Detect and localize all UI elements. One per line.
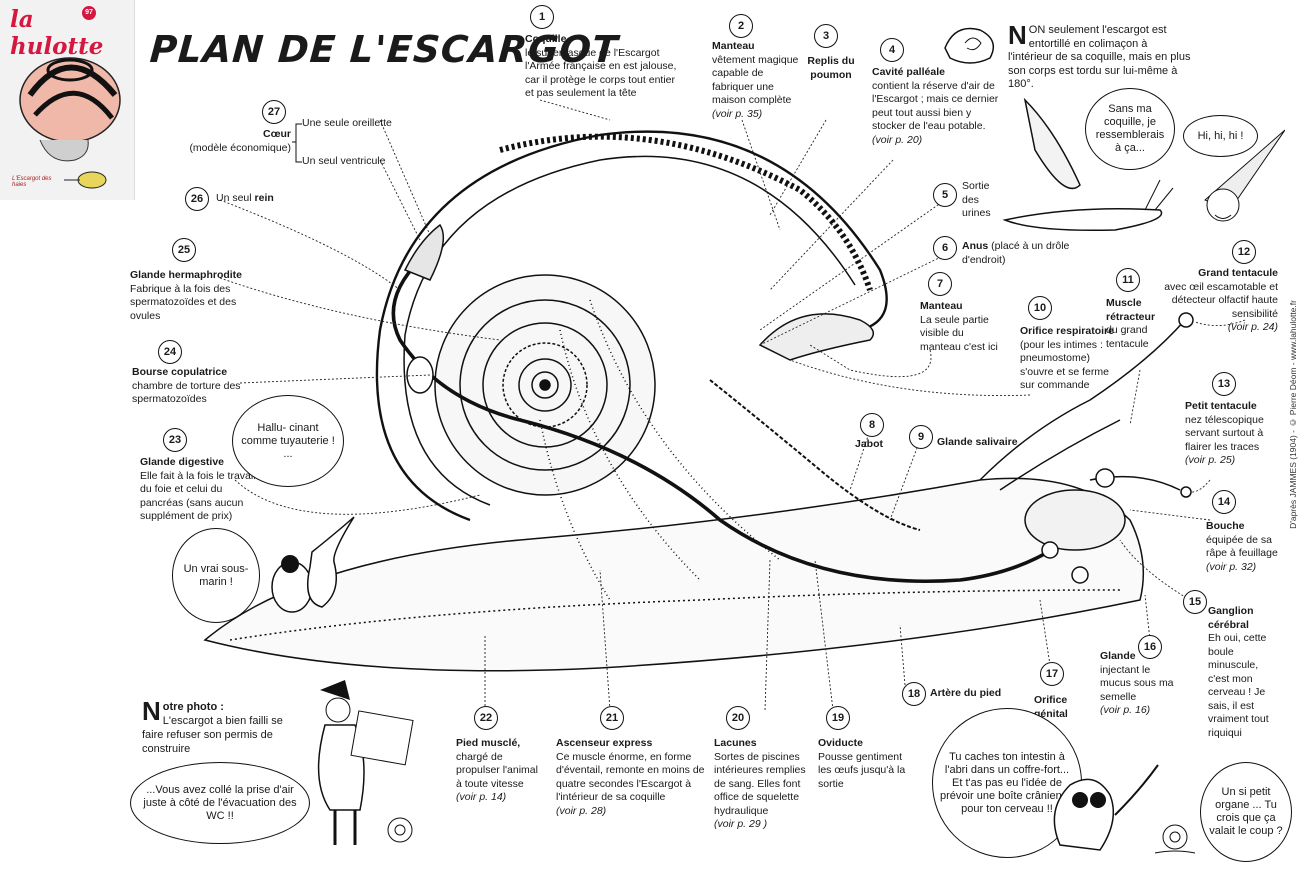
label-number-16: 16 xyxy=(1138,635,1162,659)
label-number-20: 20 xyxy=(726,706,750,730)
label-number-22: 22 xyxy=(474,706,498,730)
label-orifice-respiratoire: Orifice respiratoire (pour les intimes :… xyxy=(1020,325,1114,391)
label-number-6: 6 xyxy=(933,236,957,260)
label-manteau-visible: Manteau La seule partie visible du mante… xyxy=(920,300,998,353)
label-number-3: 3 xyxy=(814,24,838,48)
magazine-cover: la hulotte 97 L'Escargot des haies xyxy=(0,0,135,200)
label-coeur: Cœur (modèle économique) xyxy=(189,128,291,154)
heart-part-oreillette: Une seule oreillette xyxy=(302,117,392,129)
label-number-2: 2 xyxy=(729,14,753,38)
label-manteau: Manteau vêtement magique capable de fabr… xyxy=(712,40,799,120)
label-glande-digestive: Glande digestive Elle fait à la fois le … xyxy=(140,456,256,522)
label-ganglion-cerebral: Ganglion cérébral Eh oui, cette boule mi… xyxy=(1208,605,1269,739)
speech-bubble-hihi: Hi, hi, hi ! xyxy=(1183,115,1258,157)
label-number-7: 7 xyxy=(928,272,952,296)
label-number-10: 10 xyxy=(1028,296,1052,320)
label-number-4: 4 xyxy=(880,38,904,62)
label-number-1: 1 xyxy=(530,5,554,29)
cartoon-animals-left xyxy=(271,516,355,613)
cover-snail-illustration xyxy=(19,57,121,189)
label-number-12: 12 xyxy=(1232,240,1256,264)
issue-badge: 97 xyxy=(82,6,96,20)
brand-logo: la hulotte xyxy=(10,6,104,60)
label-replis-poumon: Replis du poumon xyxy=(807,55,855,81)
cartoon-man-reading xyxy=(317,680,414,845)
label-number-19: 19 xyxy=(826,706,850,730)
label-lacunes: Lacunes Sortes de piscines intérieures r… xyxy=(714,737,806,830)
speech-bubble-sous-marin: Un vrai sous- marin ! xyxy=(172,528,260,623)
label-number-21: 21 xyxy=(600,706,624,730)
label-anus: Anus (placé à un drôle d'endroit) xyxy=(962,240,1070,266)
label-oviducte: Oviducte Pousse gentiment les œufs jusqu… xyxy=(818,737,906,790)
label-ascenseur-express: Ascenseur express Ce muscle énorme, en f… xyxy=(556,737,705,817)
label-glande-hermaphrodite: Glande hermaphrodite Fabrique à la fois … xyxy=(130,269,243,322)
label-rein: Un seul rein xyxy=(216,192,274,204)
label-artere-pied: Artère du pied xyxy=(930,687,1002,699)
label-sortie-urines: Sortie des urines xyxy=(962,180,991,219)
speech-bubble-wc: ...Vous avez collé la prise d'air juste … xyxy=(130,762,310,844)
label-glande-mucus: Glande injectant le mucus sous ma semell… xyxy=(1100,650,1174,716)
label-number-5: 5 xyxy=(933,183,957,207)
label-number-25: 25 xyxy=(172,238,196,262)
snail-sketch-icon xyxy=(944,27,995,64)
label-pied-muscle: Pied musclé, chargé de propulser l'anima… xyxy=(456,737,538,803)
label-number-15: 15 xyxy=(1183,590,1207,614)
label-number-23: 23 xyxy=(163,428,187,452)
label-muscle-retracteur: Muscle rétracteur du grand tentacule xyxy=(1106,297,1156,350)
label-number-24: 24 xyxy=(158,340,182,364)
cover-caption: L'Escargot des haies xyxy=(12,176,52,188)
heart-bracket xyxy=(292,123,302,163)
label-cavite-palleale: Cavité palléale contient la réserve d'ai… xyxy=(872,66,999,146)
label-number-13: 13 xyxy=(1212,372,1236,396)
label-grand-tentacule: Grand tentacule avec œil escamotable et … xyxy=(1164,267,1278,333)
label-bourse-copulatrice: Bourse copulatrice chambre de torture de… xyxy=(132,366,241,405)
cartoon-characters-top xyxy=(1002,97,1285,232)
speech-bubble-intestin: Tu caches ton intestin à l'abri dans un … xyxy=(932,708,1082,858)
cartoon-small-snail xyxy=(1154,824,1196,854)
label-bouche: Bouche équipée de sa râpe à feuillage (v… xyxy=(1206,520,1278,573)
label-number-11: 11 xyxy=(1116,268,1140,292)
label-number-14: 14 xyxy=(1212,490,1236,514)
label-number-8: 8 xyxy=(860,413,884,437)
label-jabot: Jabot xyxy=(855,438,884,450)
speech-bubble-coquille: Sans ma coquille, je ressemblerais à ça.… xyxy=(1085,88,1175,170)
speech-bubble-organe: Un si petit organe ... Tu crois que ça v… xyxy=(1200,762,1292,862)
label-glande-salivaire: Glande salivaire xyxy=(937,436,1018,448)
label-number-18: 18 xyxy=(902,682,926,706)
label-number-26: 26 xyxy=(185,187,209,211)
label-number-27: 27 xyxy=(262,100,286,124)
label-coquille: Coquille le supercasque de l'Escargot l'… xyxy=(525,33,677,99)
label-petit-tentacule: Petit tentacule nez télescopique servant… xyxy=(1185,400,1264,466)
label-number-17: 17 xyxy=(1040,662,1064,686)
speech-bubble-hallu: Hallu- cinant comme tuyauterie ! ... xyxy=(232,395,344,487)
label-number-9: 9 xyxy=(909,425,933,449)
heart-part-ventricule: Un seul ventricule xyxy=(302,155,386,167)
cartoon-owl xyxy=(1053,764,1159,851)
